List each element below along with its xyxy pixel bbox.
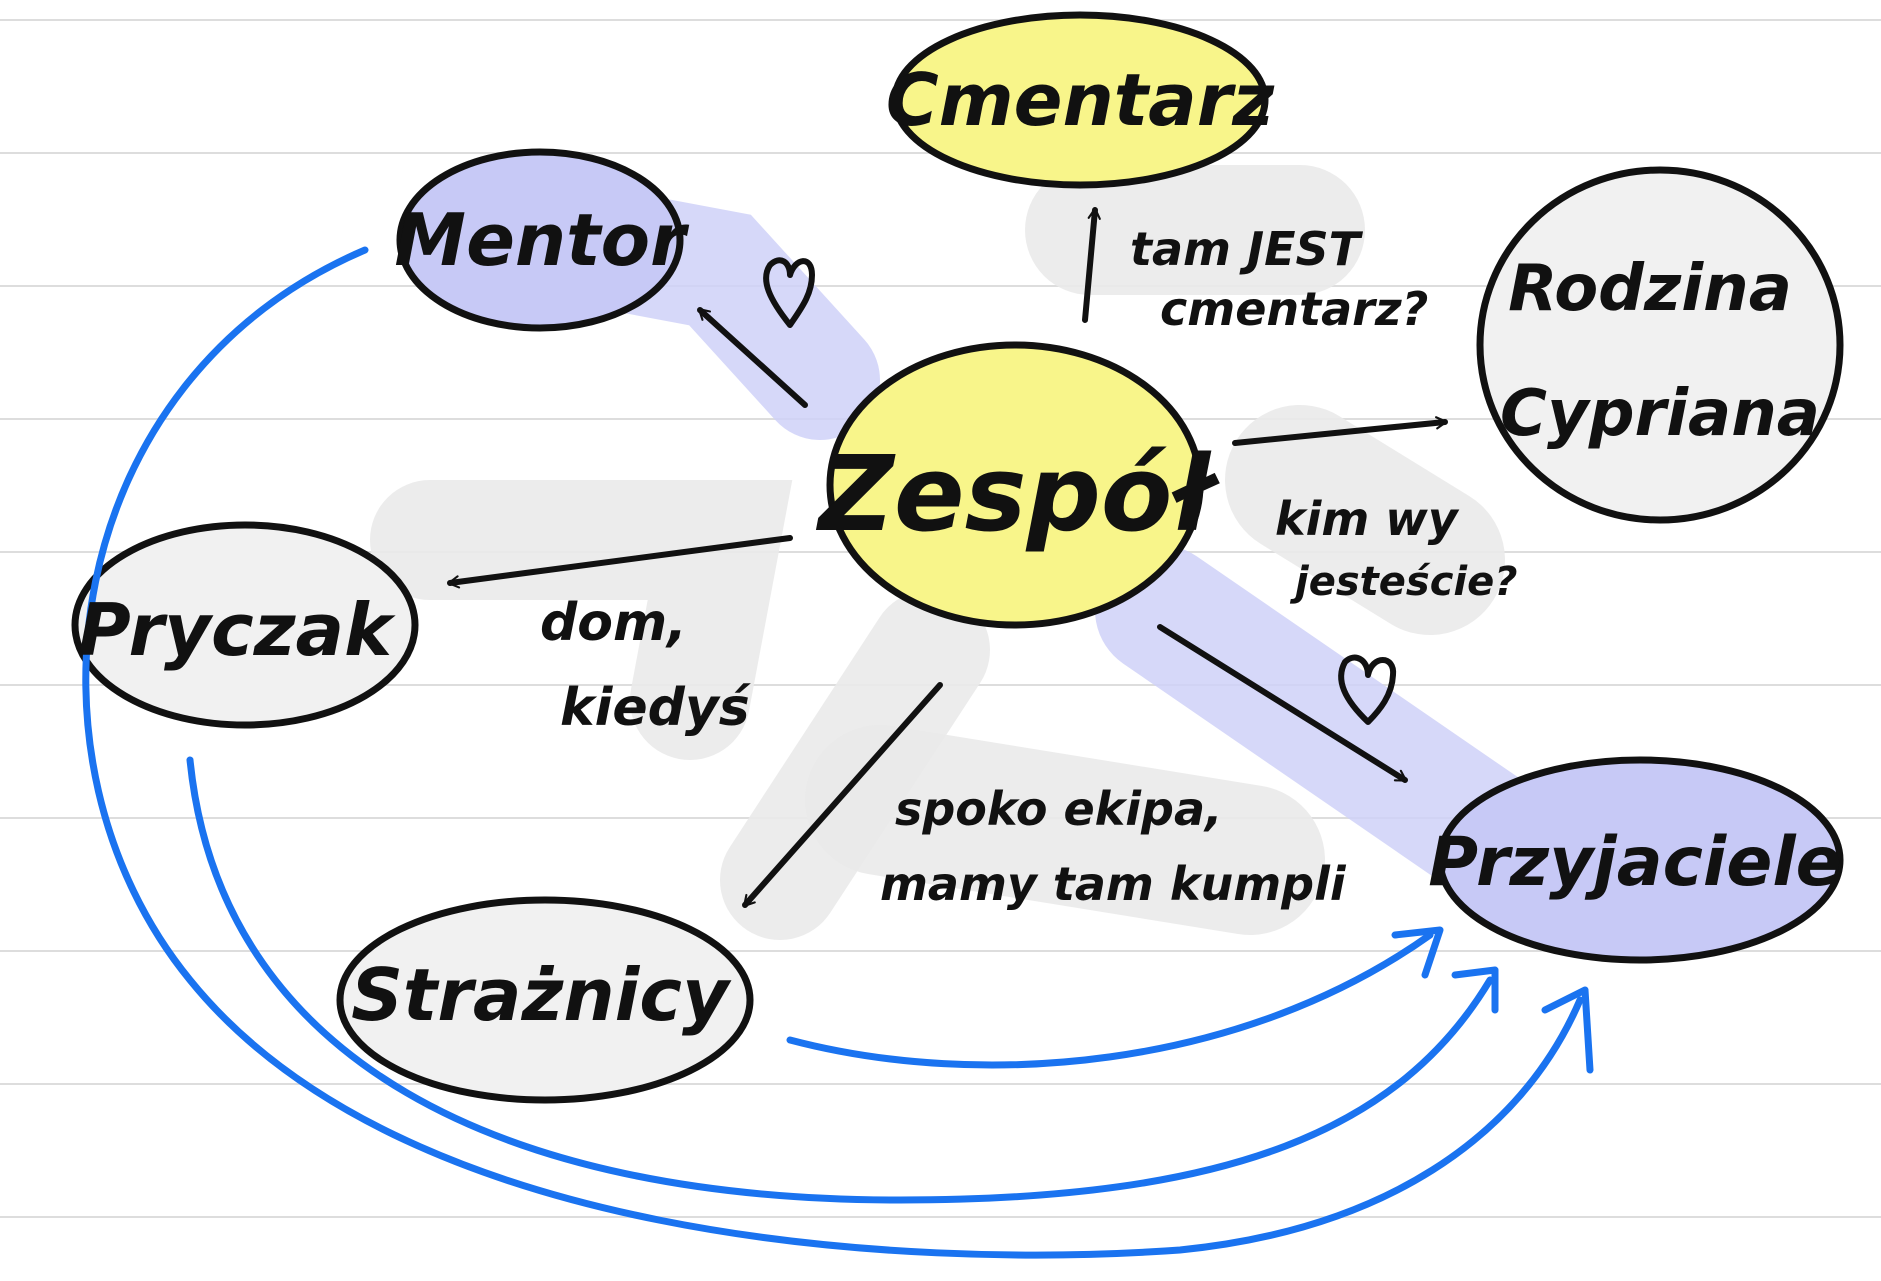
- heart-icon: [763, 257, 815, 328]
- node-pryczak-shape: [71, 521, 419, 729]
- annotations: tam JEST cmentarz? kim wy jesteście? dom…: [540, 222, 1517, 911]
- node-shapes: [71, 11, 1844, 1104]
- node-labels: Zespół Cmentarz Mentor Rodzina Cypriana …: [78, 58, 1842, 1037]
- note-straznicy-line2: mamy tam kumpli: [880, 857, 1347, 911]
- blue-arrow-straznicy: [786, 931, 1434, 1069]
- blue-arrow-mentor: [82, 246, 1584, 1259]
- highlight-straznicy-note: [805, 725, 1325, 935]
- highlight-przyjaciele: [1095, 545, 1545, 895]
- node-mentor-shape: [396, 148, 684, 332]
- note-pryczak-line2: kiedyś: [560, 678, 752, 738]
- node-center-shape: [826, 341, 1204, 629]
- node-rodzina-line2: Cypriana: [1500, 377, 1820, 451]
- blue-arrow-straznicy-head: [1391, 926, 1444, 979]
- note-rodzina-line2: jesteście?: [1289, 559, 1517, 605]
- node-przyjaciele: Przyjaciele: [1428, 823, 1842, 902]
- node-rodzina-line1: Rodzina: [1508, 252, 1792, 326]
- heart-icon: [1338, 654, 1397, 725]
- arrow-to-straznicy: [742, 682, 943, 908]
- hearts: [763, 257, 1397, 725]
- arrow-to-przyjaciele: [1157, 624, 1408, 783]
- node-mentor: Mentor: [394, 198, 690, 282]
- highlight-rodzina: [1225, 405, 1505, 635]
- node-pryczak: Pryczak: [78, 588, 396, 672]
- node-cmentarz: Cmentarz: [886, 58, 1275, 142]
- arrow-to-pryczak: [447, 535, 793, 589]
- node-center: Zespół: [816, 433, 1221, 555]
- note-cmentarz-line1: tam JEST: [1130, 222, 1364, 276]
- note-straznicy-line1: spoko ekipa,: [895, 782, 1222, 836]
- node-straznicy-shape: [336, 896, 754, 1104]
- arrow-to-mentor: [697, 307, 808, 408]
- blue-arrow-pryczak-head: [1451, 966, 1499, 1014]
- ink-arrows: [447, 207, 1448, 908]
- blue-arrows: [82, 246, 1594, 1259]
- blue-arrow-pryczak: [186, 756, 1494, 1204]
- note-rodzina-line1: kim wy: [1275, 492, 1460, 546]
- highlight-pryczak: [370, 480, 793, 760]
- arrow-to-cmentarz: [1082, 207, 1101, 323]
- node-straznicy: Strażnicy: [351, 953, 732, 1037]
- node-przyjaciele-shape: [1436, 756, 1844, 964]
- node-cmentarz-shape: [891, 11, 1269, 189]
- blue-arrow-mentor-head: [1541, 986, 1594, 1074]
- note-cmentarz-line2: cmentarz?: [1160, 282, 1428, 336]
- note-pryczak-line1: dom,: [540, 593, 687, 653]
- node-rodzina-shape: [1476, 166, 1844, 524]
- arrow-to-rodzina: [1232, 416, 1448, 446]
